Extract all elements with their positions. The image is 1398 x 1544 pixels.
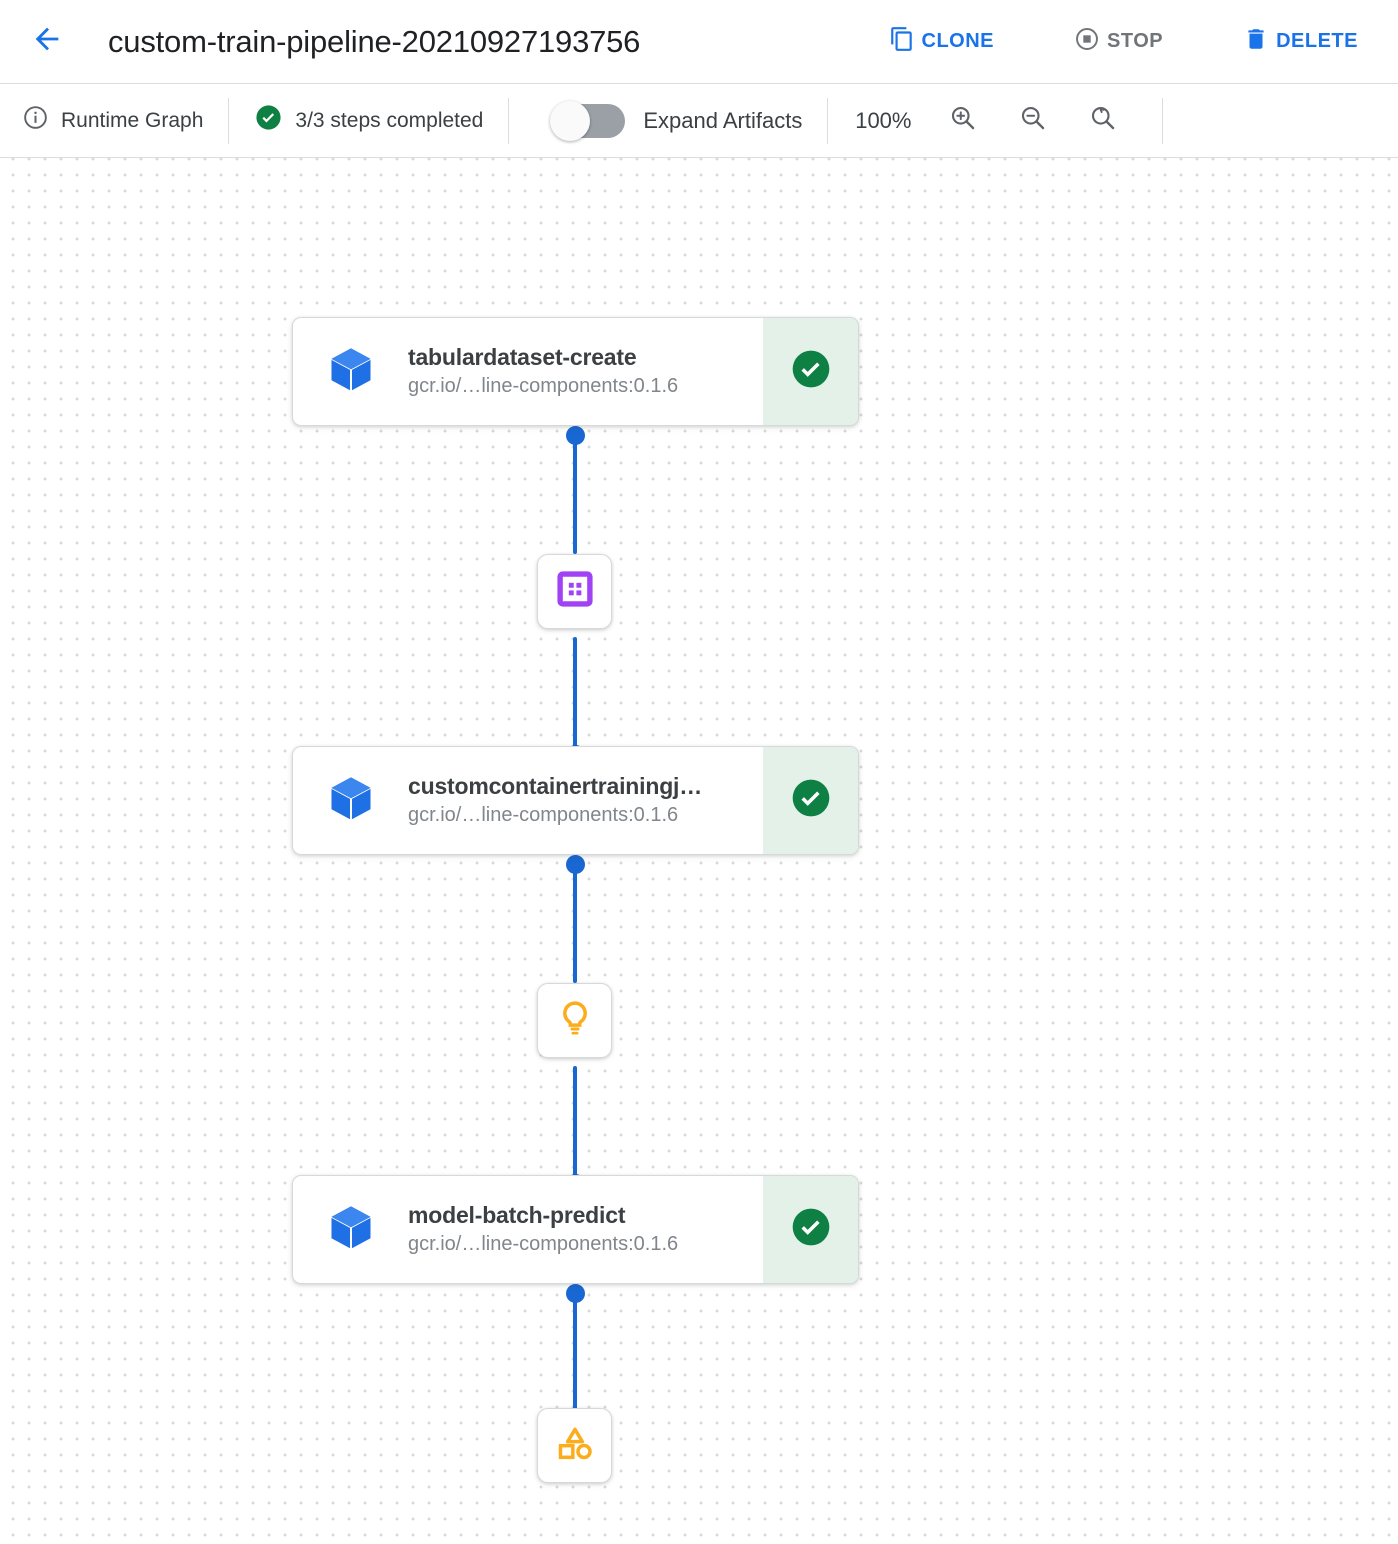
page-header: custom-train-pipeline-20210927193756 CLO… [0, 0, 1398, 84]
edge-model-to-node3 [573, 1066, 577, 1193]
arrow-left-icon [30, 22, 64, 61]
cube-icon [325, 343, 377, 400]
edge-dataset-to-node2 [573, 637, 577, 764]
header-actions: CLONE STOP DELETE [875, 18, 1373, 66]
stop-button[interactable]: STOP [1060, 18, 1177, 66]
steps-status-label: 3/3 steps completed [295, 108, 484, 132]
trash-icon [1243, 26, 1269, 58]
node-text-container: tabulardataset-create gcr.io/…line-compo… [408, 318, 763, 425]
clone-button-label: CLONE [921, 30, 994, 52]
zoom-reset-icon [1088, 103, 1118, 138]
node-icon-container [293, 747, 408, 854]
pipeline-node-customcontainertrainingjob[interactable]: customcontainertrainingj… gcr.io/…line-c… [292, 746, 859, 855]
node-text-container: customcontainertrainingj… gcr.io/…line-c… [408, 747, 763, 854]
toolbar-divider-4 [1162, 97, 1164, 144]
node-title: customcontainertrainingj… [408, 772, 703, 799]
toggle-knob [550, 100, 591, 141]
dataset-icon [556, 570, 594, 613]
delete-button[interactable]: DELETE [1229, 18, 1372, 66]
artifact-batch-prediction[interactable] [537, 1408, 612, 1483]
graph-toolbar: Runtime Graph 3/3 steps completed Expand… [0, 84, 1398, 158]
back-button[interactable] [24, 19, 70, 65]
zoom-in-icon [948, 103, 978, 138]
node-status-panel [763, 1176, 858, 1283]
node-icon-container [293, 1176, 408, 1283]
cube-icon [325, 1201, 377, 1258]
delete-button-label: DELETE [1276, 30, 1358, 52]
node-subtitle: gcr.io/…line-components:0.1.6 [408, 375, 679, 398]
toggle-track[interactable] [550, 100, 626, 141]
stop-icon [1074, 26, 1100, 58]
pipeline-graph-canvas[interactable]: tabulardataset-create gcr.io/…line-compo… [0, 158, 1398, 1543]
edge-node2-to-model [573, 861, 577, 983]
page-title: custom-train-pipeline-20210927193756 [108, 23, 641, 59]
expand-artifacts-toggle[interactable]: Expand Artifacts [550, 100, 803, 141]
zoom-out-icon [1018, 103, 1048, 138]
node-subtitle: gcr.io/…line-components:0.1.6 [408, 804, 679, 827]
zoom-reset-button[interactable] [1080, 98, 1126, 144]
steps-status: 3/3 steps completed [254, 103, 483, 138]
pipeline-node-model-batch-predict[interactable]: model-batch-predict gcr.io/…line-compone… [292, 1175, 859, 1284]
artifact-dataset[interactable] [537, 554, 612, 629]
cube-icon [325, 772, 377, 829]
zoom-in-button[interactable] [940, 98, 986, 144]
toolbar-divider-3 [827, 97, 829, 144]
info-icon [22, 104, 49, 137]
zoom-level-label: 100% [855, 107, 912, 133]
toolbar-divider [228, 97, 230, 144]
lightbulb-icon [555, 998, 595, 1043]
edge-node3-to-prediction [573, 1290, 577, 1418]
expand-artifacts-label: Expand Artifacts [643, 107, 803, 133]
stop-button-label: STOP [1107, 30, 1164, 52]
shapes-icon [555, 1423, 595, 1468]
node-anchor-2-out [565, 855, 585, 874]
node-status-panel [763, 747, 858, 854]
check-circle-icon [254, 103, 283, 138]
artifact-model[interactable] [537, 983, 612, 1058]
node-subtitle: gcr.io/…line-components:0.1.6 [408, 1233, 679, 1256]
toolbar-divider-2 [508, 97, 510, 144]
clone-icon [889, 26, 915, 58]
node-title: model-batch-predict [408, 1201, 626, 1228]
node-icon-container [293, 318, 408, 425]
check-circle-icon [789, 1205, 833, 1254]
node-anchor-1-out [565, 426, 585, 445]
graph-mode-indicator: Runtime Graph [22, 104, 203, 137]
node-anchor-3-out [565, 1284, 585, 1303]
check-circle-icon [789, 776, 833, 825]
zoom-out-button[interactable] [1010, 98, 1056, 144]
edge-node1-to-dataset [573, 432, 577, 554]
node-title: tabulardataset-create [408, 343, 637, 370]
clone-button[interactable]: CLONE [875, 18, 1009, 66]
check-circle-icon [789, 347, 833, 396]
graph-mode-label: Runtime Graph [61, 108, 204, 132]
node-text-container: model-batch-predict gcr.io/…line-compone… [408, 1176, 763, 1283]
node-status-panel [763, 318, 858, 425]
pipeline-node-tabulardataset-create[interactable]: tabulardataset-create gcr.io/…line-compo… [292, 317, 859, 426]
